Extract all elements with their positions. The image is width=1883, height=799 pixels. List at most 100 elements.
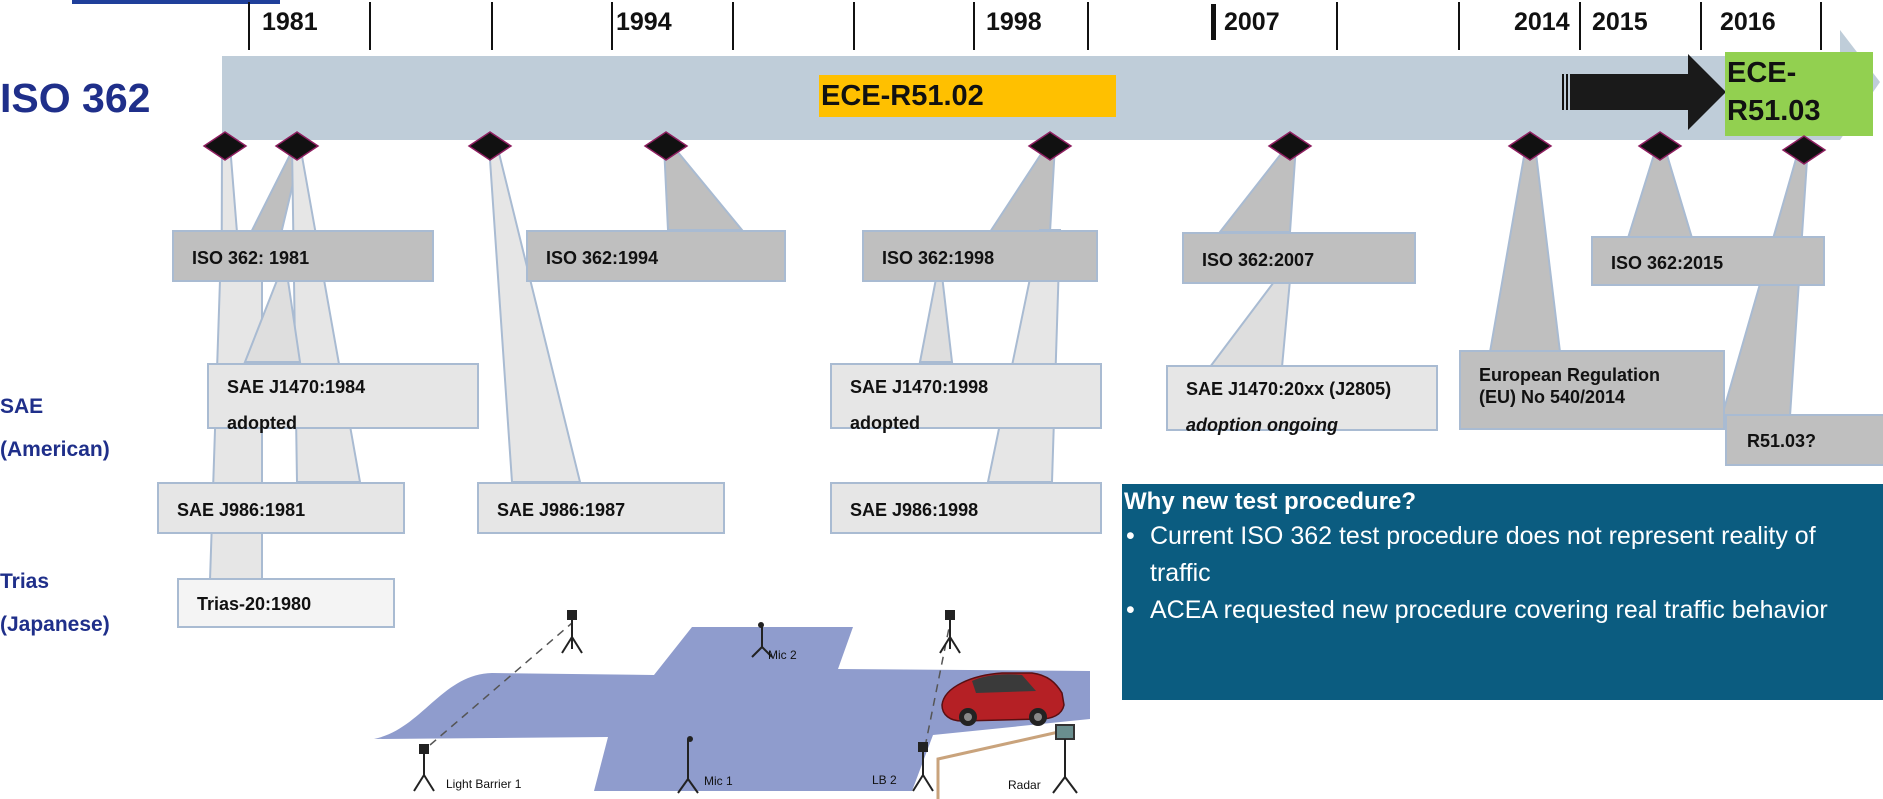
year-tick [611, 2, 613, 50]
radar-icon [1052, 724, 1078, 794]
why-box-bullet-text: ACEA requested new procedure covering re… [1150, 596, 1828, 624]
tripod-icon [939, 610, 961, 654]
milestone-diamond-icon [1267, 131, 1313, 161]
year-label-1994: 1994 [616, 8, 672, 36]
ece-r51-02-bar: ECE-R51.02 [819, 75, 1116, 117]
header-accent-line [72, 0, 280, 4]
row-label-line: (American) [0, 438, 110, 461]
callout-text: SAE J1470:1998 [850, 377, 989, 397]
year-tick [973, 2, 975, 50]
callout-sae-j986-1998: SAE J986:1998 [830, 482, 1102, 534]
why-box-bullet-text: Current ISO 362 test procedure does not … [1150, 522, 1816, 587]
mic2-label: Mic 2 [768, 648, 797, 662]
year-tick [1700, 2, 1702, 50]
callout-text: ISO 362:2015 [1611, 253, 1724, 273]
row-label-trias: Trias (Japanese) [0, 560, 110, 646]
callout-sae-j986-1987: SAE J986:1987 [477, 482, 725, 534]
milestone-diamond-icon [467, 131, 513, 161]
callout-text: Trias-20:1980 [197, 594, 312, 614]
radar-label: Radar [1008, 778, 1041, 792]
row-label-line: (Japanese) [0, 613, 110, 636]
tripod-icon [912, 742, 934, 792]
year-label-2007: 2007 [1224, 8, 1280, 36]
callout-trias-20-1980: Trias-20:1980 [177, 578, 395, 628]
ece-r51-03-box: ECE- R51.03 [1725, 52, 1873, 136]
callout-text: (EU) No 540/2014 [1479, 387, 1626, 407]
callout-text: ISO 362:1998 [882, 248, 995, 268]
year-tick [491, 2, 493, 50]
tripod-icon [561, 610, 583, 654]
callout-note: adopted [227, 413, 297, 433]
callout-eu-regulation-540-2014: European Regulation (EU) No 540/2014 [1459, 350, 1725, 430]
year-tick [1336, 2, 1338, 50]
callout-r51-03-question: R51.03? [1725, 414, 1883, 466]
bullet-icon: • [1126, 522, 1135, 550]
mic1-label: Mic 1 [704, 774, 733, 788]
year-tick [1087, 2, 1089, 50]
row-label-line: Trias [0, 570, 50, 593]
year-label-1998: 1998 [986, 8, 1042, 36]
car-icon [941, 672, 1065, 726]
year-label-2015: 2015 [1592, 8, 1648, 36]
year-tick [1820, 2, 1822, 50]
callout-sae-j1470-1998: SAE J1470:1998 adopted [830, 363, 1102, 433]
callout-text: European Regulation [1479, 365, 1661, 385]
callout-text: SAE J986:1998 [850, 500, 979, 520]
why-new-test-procedure-box: Why new test procedure? • Current ISO 36… [1122, 484, 1883, 700]
milestone-diamond-icon [202, 131, 248, 161]
callout-iso-362-2007: ISO 362:2007 [1182, 232, 1416, 284]
why-box-title: Why new test procedure? [1124, 488, 1417, 515]
why-box-bullet: • ACEA requested new procedure covering … [1124, 592, 1869, 629]
callout-text: R51.03? [1747, 431, 1817, 451]
why-box-bullet: • Current ISO 362 test procedure does no… [1124, 518, 1869, 592]
ece-r51-03-line1: ECE- [1727, 57, 1797, 89]
bullet-icon: • [1126, 596, 1135, 624]
ece-r51-03-line2: R51.03 [1727, 95, 1821, 127]
callout-text: SAE J986:1987 [497, 500, 626, 520]
year-tick [1579, 2, 1581, 50]
callout-text: SAE J1470:1984 [227, 377, 366, 397]
callout-text: ISO 362: 1981 [192, 248, 310, 268]
test-track-surface [374, 627, 1090, 791]
callout-sae-j986-1981: SAE J986:1981 [157, 482, 405, 534]
radar-fence [936, 727, 1073, 799]
iso-362-title: ISO 362 [0, 75, 151, 121]
year-label-2014: 2014 [1514, 8, 1570, 36]
light-barrier-label: Light Barrier 1 [446, 777, 522, 791]
milestone-diamond-icon [1781, 135, 1827, 165]
year-label-2016: 2016 [1720, 8, 1776, 36]
callout-text: ISO 362:1994 [546, 248, 659, 268]
callout-text: ISO 362:2007 [1202, 250, 1315, 270]
callout-iso-362-1994: ISO 362:1994 [526, 230, 786, 282]
year-tick [732, 2, 734, 50]
black-arrow-icon [1562, 54, 1726, 130]
year-tick [1211, 4, 1216, 40]
year-label-1981: 1981 [262, 8, 318, 36]
milestone-diamond-icon [1507, 131, 1553, 161]
test-track-illustration: Mic 2 Light Barrier 1 Mic 1 LB 2 Radar [372, 609, 1092, 799]
milestone-diamond-icon [1027, 131, 1073, 161]
milestone-diamond-icon [274, 131, 320, 161]
microphone-stand-icon [677, 736, 699, 794]
milestone-markers [202, 131, 1827, 165]
callout-note: adoption ongoing [1186, 415, 1338, 435]
callout-sae-j1470-20xx: SAE J1470:20xx (J2805) adoption ongoing [1166, 365, 1438, 435]
row-label-line: SAE [0, 395, 44, 418]
lb2-label: LB 2 [872, 773, 897, 787]
milestone-diamond-icon [1637, 131, 1683, 161]
year-tick [369, 2, 371, 50]
year-tick [248, 2, 250, 50]
milestone-diamond-icon [643, 131, 689, 161]
year-tick [853, 2, 855, 50]
callout-text: SAE J986:1981 [177, 500, 306, 520]
row-label-sae: SAE (American) [0, 385, 110, 471]
year-tick [1458, 2, 1460, 50]
callout-iso-362-1981: ISO 362: 1981 [172, 230, 434, 282]
callout-note: adopted [850, 413, 920, 433]
microphone-stand-icon [751, 622, 773, 658]
callout-text: SAE J1470:20xx (J2805) [1186, 379, 1392, 399]
tripod-icon [413, 744, 435, 792]
callout-iso-362-2015: ISO 362:2015 [1591, 236, 1825, 286]
callout-iso-362-1998: ISO 362:1998 [862, 230, 1098, 282]
callout-sae-j1470-1984: SAE J1470:1984 adopted [207, 363, 479, 433]
